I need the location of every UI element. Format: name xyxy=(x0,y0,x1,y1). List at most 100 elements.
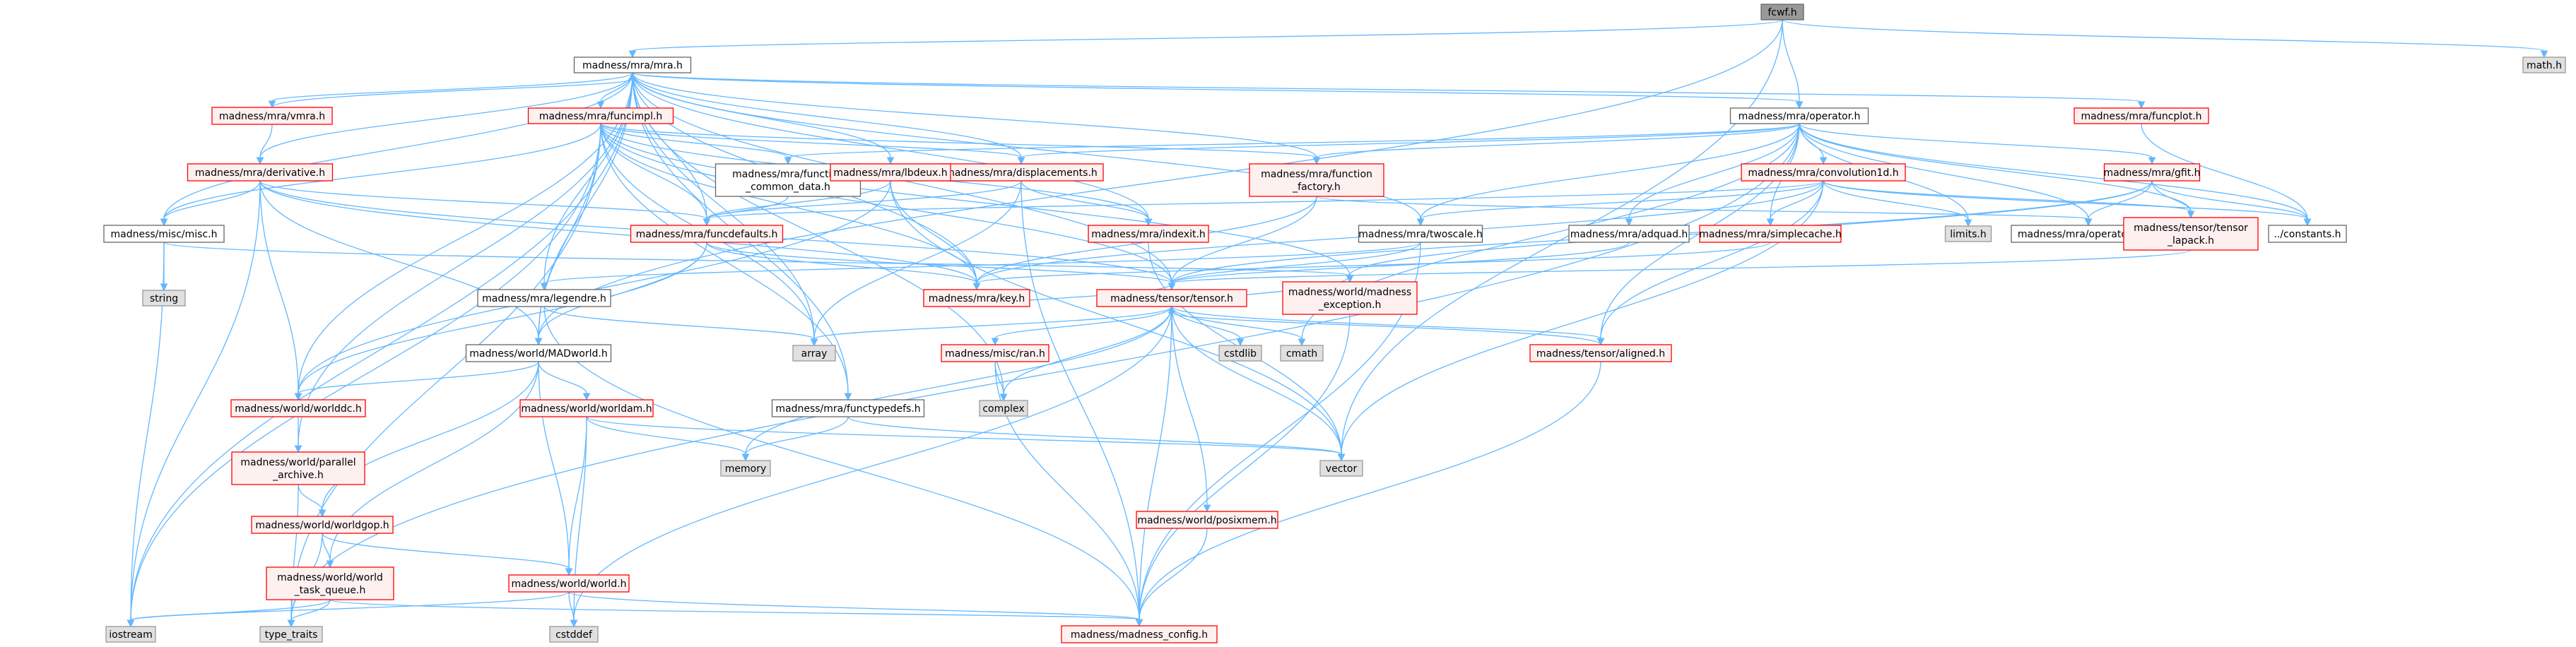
node-parallel[interactable]: madness/world/parallel_archive.h xyxy=(231,451,365,485)
node-label: madness/mra/derivative.h xyxy=(195,167,325,179)
edge-line xyxy=(130,591,570,621)
node-funcimpl[interactable]: madness/mra/funcimpl.h xyxy=(527,107,674,124)
node-ran[interactable]: madness/misc/ran.h xyxy=(941,344,1049,362)
node-box xyxy=(1699,225,1842,243)
edge-arrowhead xyxy=(1346,275,1354,283)
node-box xyxy=(103,225,225,243)
edge-worlddc-to-parallel xyxy=(294,416,302,453)
node-box xyxy=(720,460,771,477)
node-box xyxy=(251,516,394,534)
edge-arrowhead xyxy=(2540,50,2548,59)
node-indexit[interactable]: madness/mra/indexit.h xyxy=(1088,225,1209,243)
node-label: _exception.h xyxy=(1318,299,1382,311)
edge-line xyxy=(538,19,1783,339)
edge-arrowhead xyxy=(565,568,573,576)
node-worldgop[interactable]: madness/world/worldgop.h xyxy=(251,516,394,534)
edge-line xyxy=(813,306,1172,340)
node-box xyxy=(1280,345,1324,362)
node-world[interactable]: madness/world/world.h xyxy=(508,574,630,593)
edge-line xyxy=(538,361,570,569)
edge-simplecache-to-key xyxy=(972,242,1771,291)
edge-arrowhead xyxy=(2303,218,2312,227)
edge-operator-to-adquad xyxy=(1625,123,1800,227)
node-label: _factory.h xyxy=(1292,182,1341,193)
node-funcdefaults[interactable]: madness/mra/funcdefaults.h xyxy=(630,225,784,243)
node-vmra[interactable]: madness/mra/vmra.h xyxy=(211,107,333,125)
node-label: madness/mra/operator.h xyxy=(1739,111,1861,122)
edge-line xyxy=(632,72,1800,102)
node-box xyxy=(211,107,333,125)
node-displacements[interactable]: madness/mra/displacements.h xyxy=(939,163,1104,182)
edge-arrowhead xyxy=(1964,219,1972,227)
node-box xyxy=(465,344,612,362)
node-gfit[interactable]: madness/mra/gfit.h xyxy=(2103,163,2201,182)
node-label: madness/tensor/aligned.h xyxy=(1536,348,1665,360)
node-fcwf[interactable]: fcwf.h xyxy=(1760,4,1804,20)
node-key[interactable]: madness/mra/key.h xyxy=(923,289,1030,307)
edge-arrowhead xyxy=(972,283,981,291)
node-madexc[interactable]: madness/world/madness_exception.h xyxy=(1282,281,1418,315)
node-label: madness/world/world.h xyxy=(511,578,626,590)
node-label: math.h xyxy=(2527,60,2562,71)
node-funcplot[interactable]: madness/mra/funcplot.h xyxy=(2074,107,2209,124)
edge-line xyxy=(1171,312,1601,345)
node-cstddef: cstddef xyxy=(549,626,599,643)
node-twoscale[interactable]: madness/mra/twoscale.h xyxy=(1358,225,1483,243)
node-label: type_traits xyxy=(265,629,318,641)
edge-world-to-iostream xyxy=(127,591,570,628)
node-label: madness/world/parallel xyxy=(240,457,355,468)
node-functypedefs[interactable]: madness/mra/functypedefs.h xyxy=(771,399,925,417)
node-conv1d[interactable]: madness/mra/convolution1d.h xyxy=(1741,163,1906,182)
node-func_common[interactable]: madness/mra/function_common_data.h xyxy=(714,163,861,197)
node-legendre[interactable]: madness/mra/legendre.h xyxy=(477,289,611,307)
edge-line xyxy=(787,123,1800,158)
edge-arrowhead xyxy=(1819,157,1828,165)
node-adquad[interactable]: madness/mra/adquad.h xyxy=(1568,225,1690,243)
edge-arrowhead xyxy=(540,283,548,291)
edge-arrowhead xyxy=(268,100,276,109)
node-mra[interactable]: madness/mra/mra.h xyxy=(573,57,692,73)
node-simplecache[interactable]: madness/mra/simplecache.h xyxy=(1699,225,1842,243)
node-posixmem[interactable]: madness/world/posixmem.h xyxy=(1136,511,1278,529)
edge-line xyxy=(568,591,1140,620)
node-func_factory[interactable]: madness/mra/function_factory.h xyxy=(1249,163,1384,197)
node-madworld[interactable]: madness/world/MADworld.h xyxy=(465,344,612,362)
edge-arrowhead xyxy=(534,338,543,346)
edge-conv1d-to-simplecache xyxy=(1766,180,1824,227)
edge-mra-to-funcplot xyxy=(632,72,2146,109)
edge-arrowhead xyxy=(160,218,168,227)
node-taskq[interactable]: madness/world/world_task_queue.h xyxy=(266,566,394,600)
node-config[interactable]: madness/madness_config.h xyxy=(1061,625,1218,643)
edge-arrowhead xyxy=(294,445,302,453)
edge-worldgop-to-world xyxy=(322,533,573,576)
edge-arrowhead xyxy=(582,393,591,401)
node-label: madness/mra/convolution1d.h xyxy=(1748,167,1898,179)
edge-line xyxy=(1628,123,1800,220)
node-tlapack[interactable]: madness/tensor/tensor_lapack.h xyxy=(2123,217,2259,251)
node-label: vector xyxy=(1326,463,1358,475)
node-box xyxy=(1741,163,1906,182)
node-aligned[interactable]: madness/tensor/aligned.h xyxy=(1529,344,1672,362)
node-derivative[interactable]: madness/mra/derivative.h xyxy=(187,163,334,182)
edge-operator-to-func_common xyxy=(784,123,1800,165)
edge-arrowhead xyxy=(318,509,327,518)
edge-line xyxy=(1171,306,1208,506)
node-worldam[interactable]: madness/world/worldam.h xyxy=(519,399,654,417)
edge-line xyxy=(543,306,1140,620)
node-operator[interactable]: madness/mra/operator.h xyxy=(1729,107,1869,124)
edge-arrowhead xyxy=(1625,218,1633,227)
edge-arrowhead xyxy=(1135,619,1143,627)
node-constants[interactable]: ../constants.h xyxy=(2268,225,2347,243)
edge-line xyxy=(298,242,707,394)
node-lbdeux[interactable]: madness/mra/lbdeux.h xyxy=(830,163,951,182)
edge-line xyxy=(1782,19,1800,102)
node-label: madness/world/worldam.h xyxy=(521,403,652,415)
node-worlddc[interactable]: madness/world/worlddc.h xyxy=(230,399,366,417)
edge-line xyxy=(632,19,1783,52)
node-misc[interactable]: madness/misc/misc.h xyxy=(103,225,225,243)
edge-line xyxy=(163,242,1351,276)
node-tensor[interactable]: madness/tensor/tensor.h xyxy=(1096,289,1247,307)
edge-conv1d-to-funcdefaults xyxy=(702,180,1824,227)
